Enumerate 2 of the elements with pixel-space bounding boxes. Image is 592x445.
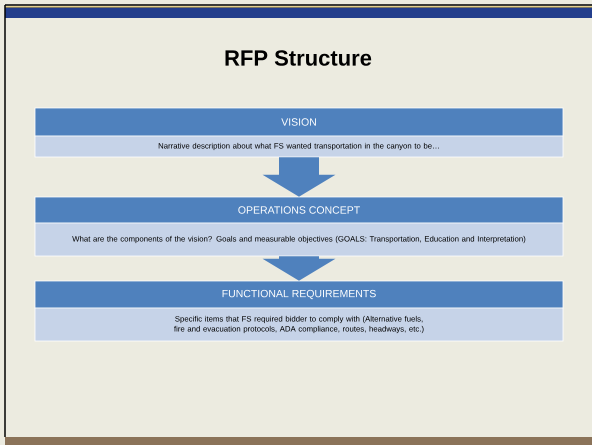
header-band: VISION [34,108,564,136]
title: RFP Structure [226,50,372,66]
